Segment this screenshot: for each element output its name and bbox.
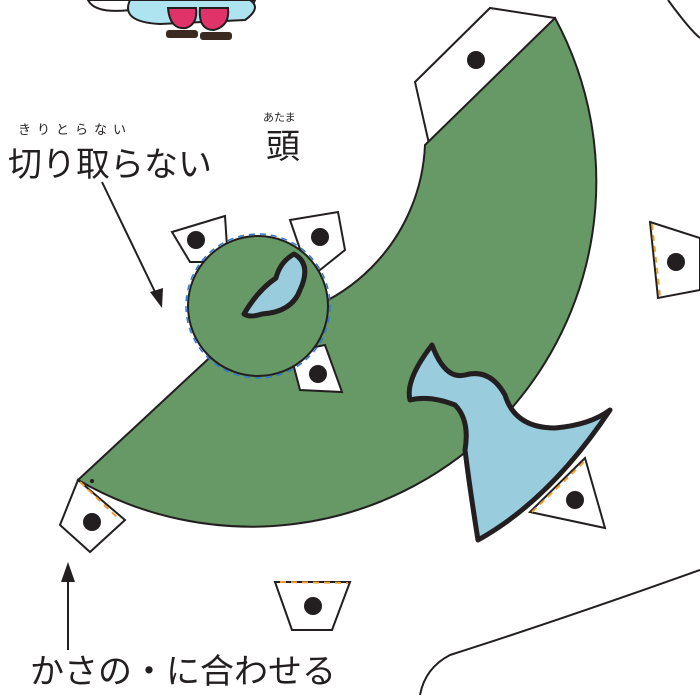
- head-piece: [170, 210, 347, 394]
- glue-dot-icon: [304, 597, 322, 615]
- glue-dot-icon: [667, 253, 685, 271]
- align-instruction: かさの・に合わせる: [30, 652, 336, 692]
- no-cut-ruby: きりとらない: [18, 123, 133, 138]
- glue-tab-left: [58, 478, 127, 554]
- water-region: [406, 342, 613, 543]
- glue-dot-icon: [467, 51, 485, 69]
- adjacent-part-curve: [419, 569, 700, 696]
- glue-dot-icon: [187, 231, 205, 249]
- arrow-icon: [61, 562, 75, 650]
- glue-tab-lower-right: [527, 456, 607, 530]
- arrow-icon: [101, 181, 163, 308]
- character-feet-icon: [86, 0, 257, 40]
- glue-dot-icon: [311, 228, 329, 246]
- alignment-dot: [90, 479, 94, 483]
- glue-dot-icon: [309, 365, 327, 383]
- head-ruby: あたま: [263, 111, 296, 124]
- glue-tab-right: [648, 220, 700, 300]
- glue-tab-bottom: [273, 581, 352, 631]
- seam-guide: [79, 223, 661, 584]
- glue-dot-icon: [566, 491, 584, 509]
- no-cut-label: 切り取らない: [8, 145, 212, 185]
- head-label: 頭: [266, 127, 300, 167]
- adjacent-part-outline: [667, 0, 700, 39]
- glue-dot-icon: [83, 513, 101, 531]
